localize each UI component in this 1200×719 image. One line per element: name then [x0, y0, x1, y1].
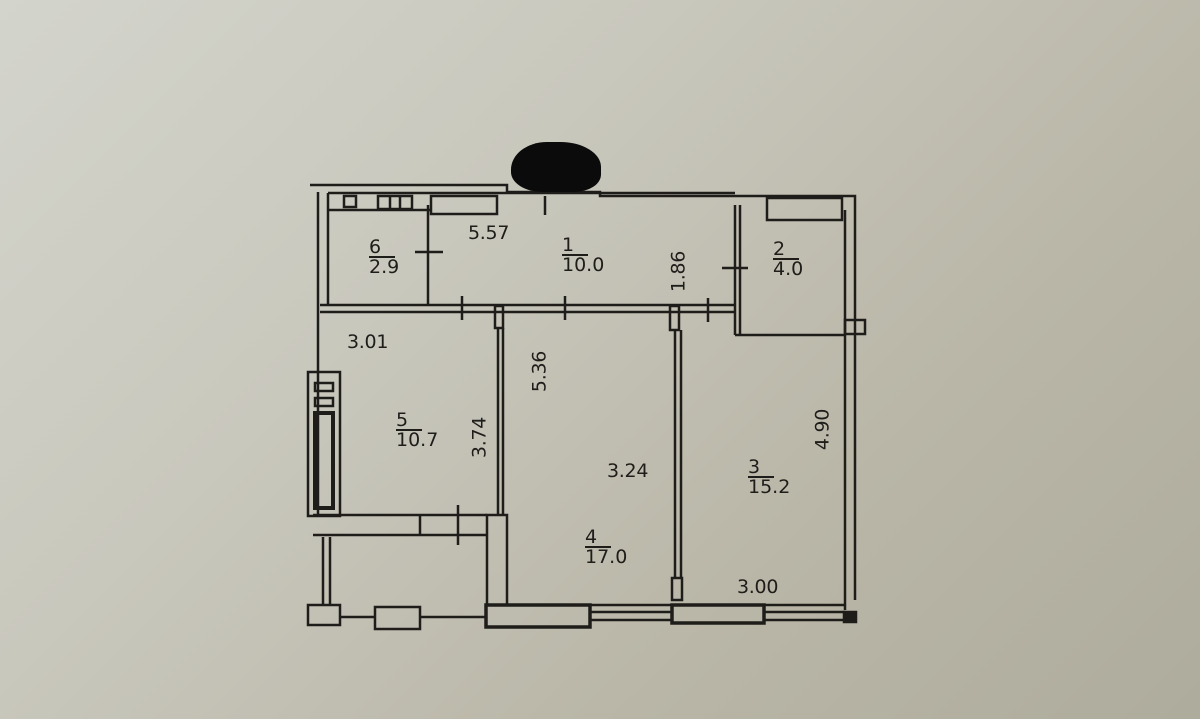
room-5-label: 5 10.7 [396, 410, 439, 452]
room-number: 6 [369, 237, 396, 259]
dimension-room3-length: 4.90 [811, 408, 834, 451]
wardrobe [429, 194, 499, 216]
room-area: 17.0 [585, 546, 628, 569]
room-area: 10.0 [562, 254, 605, 277]
room2-fixture [765, 196, 844, 222]
room-number: 1 [562, 235, 589, 257]
dimension-room4-width: 3.24 [607, 460, 649, 482]
dimension-corridor-width: 1.86 [667, 250, 690, 293]
dimension-corridor-length: 5.57 [468, 222, 510, 244]
room-number: 4 [585, 527, 612, 549]
room-area: 10.7 [396, 429, 439, 452]
room-2-label: 2 4.0 [773, 239, 804, 281]
room-1-label: 1 10.0 [562, 235, 605, 277]
radiator [306, 370, 342, 518]
room-area: 2.9 [369, 256, 400, 279]
dimension-room4-length: 5.36 [528, 350, 551, 393]
room-6-label: 6 2.9 [369, 237, 400, 279]
bathroom-fixture [376, 194, 414, 211]
bathroom-fixture [342, 194, 358, 209]
dimension-room5-width: 3.01 [347, 331, 389, 353]
room-number: 3 [748, 457, 775, 479]
dimension-room5-length: 3.74 [468, 416, 491, 459]
dimension-room3-width: 3.00 [737, 576, 779, 598]
redaction-mark [511, 142, 601, 192]
room-number: 5 [396, 410, 423, 432]
room-3-label: 3 15.2 [748, 457, 791, 499]
room-area: 4.0 [773, 258, 804, 281]
room-area: 15.2 [748, 476, 791, 499]
room-number: 2 [773, 239, 800, 261]
room-4-label: 4 17.0 [585, 527, 628, 569]
